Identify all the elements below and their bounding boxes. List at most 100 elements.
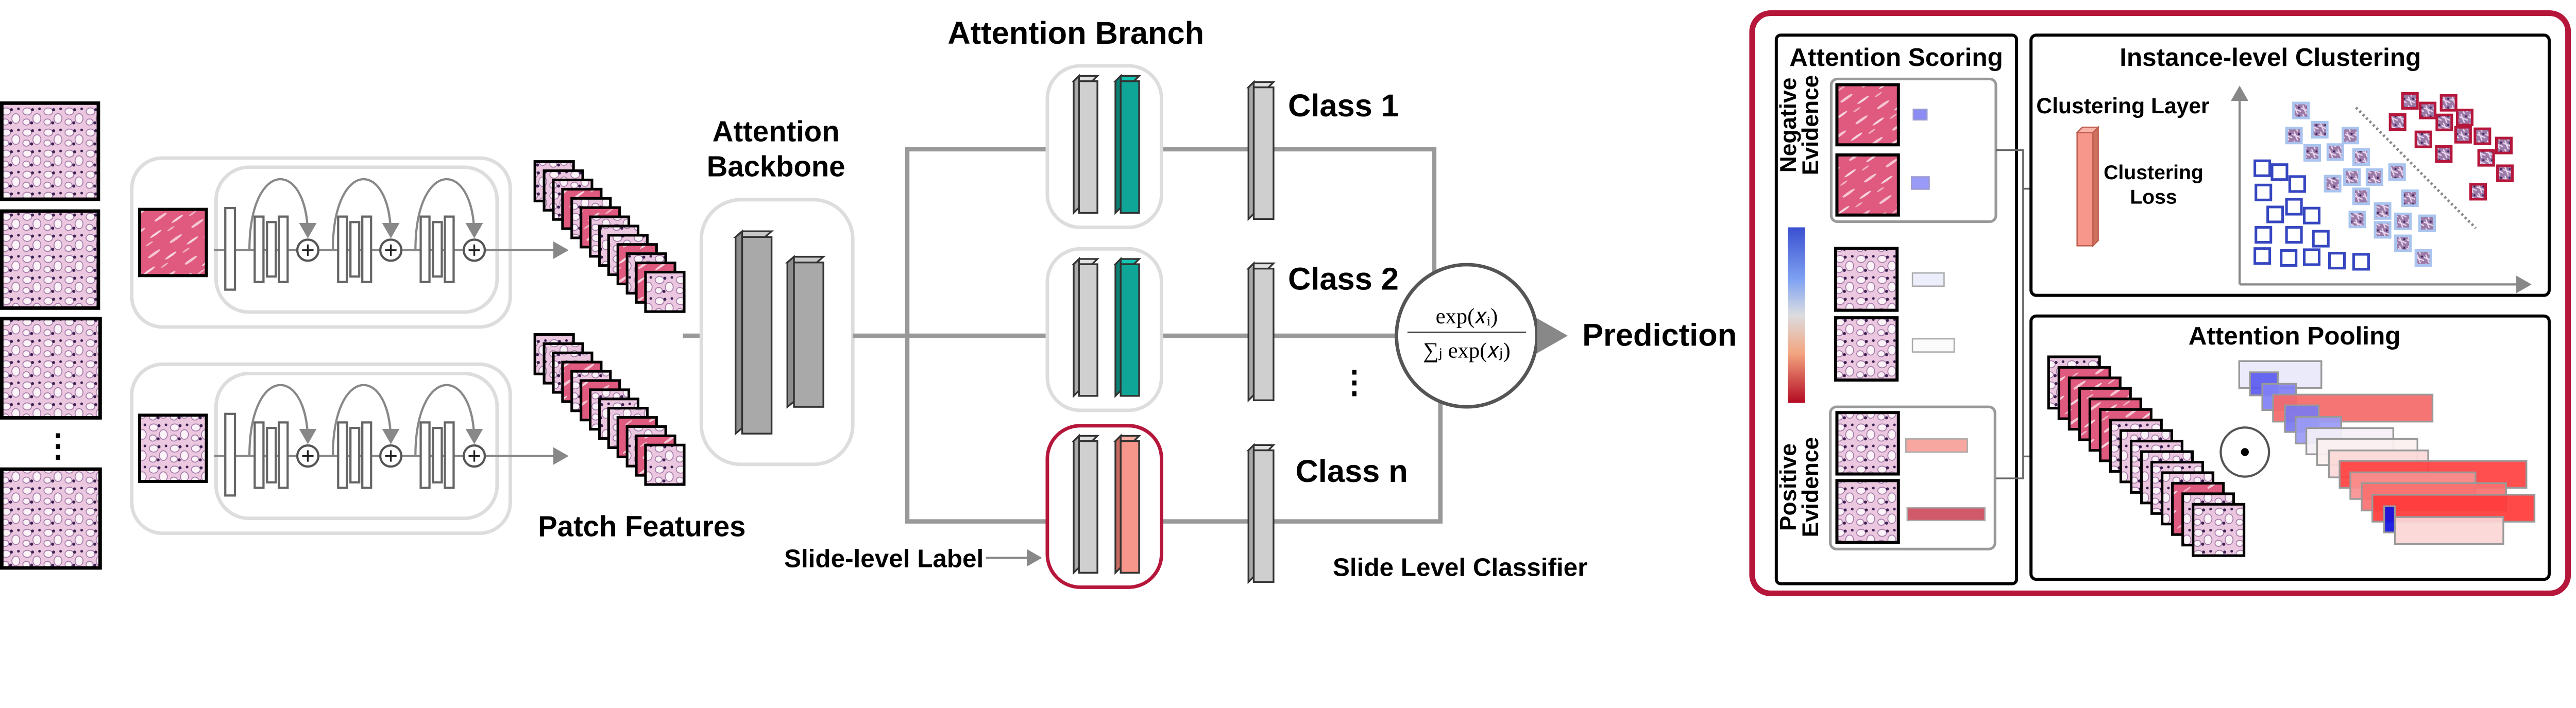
patch-features-label: Patch Features	[538, 510, 745, 543]
positive-instance-point	[2414, 130, 2432, 148]
residual-layer	[266, 426, 277, 483]
plus-icon	[302, 244, 314, 256]
attention-layer-a	[1071, 74, 1100, 215]
bar-face	[1252, 267, 1275, 402]
negative-instance-point	[2302, 248, 2321, 266]
uncertain-instance-point	[2348, 211, 2366, 229]
feature-encoders	[130, 156, 569, 536]
plus-icon	[385, 244, 397, 256]
branch-box	[1045, 247, 1163, 412]
attention-layer-a	[1071, 256, 1100, 398]
branch-box	[1045, 64, 1163, 229]
instance-clustering-panel: Instance-level Clustering Clustering Lay…	[2029, 33, 2551, 297]
patch	[1834, 247, 1899, 312]
residual-layer	[419, 421, 431, 489]
encoder-input-patch	[138, 413, 208, 483]
patches-ellipsis: ⋮	[42, 428, 74, 463]
uncertain-instance-point	[2394, 234, 2412, 252]
attention-score-bar	[1911, 272, 1945, 287]
residual-layer	[432, 426, 443, 483]
bar-face	[1078, 80, 1098, 214]
attention-layer-b	[1113, 434, 1142, 575]
attention-branch-2: Class 2	[1045, 247, 1399, 412]
backbone-layer-1	[733, 229, 774, 436]
uncertain-instance-point	[2324, 175, 2342, 193]
bar-face	[1120, 263, 1140, 397]
residual-layer	[278, 421, 289, 489]
patch-feature-stack	[533, 333, 686, 486]
residual-layer	[444, 421, 455, 489]
class-label: Class n	[1295, 454, 1408, 489]
residual-layer	[361, 215, 372, 283]
attention-scoring-panel: Attention Scoring NegativeEvidence Posit…	[1774, 33, 2019, 585]
plus-icon	[468, 450, 480, 462]
class-label: Class 1	[1288, 88, 1399, 124]
weighted-features	[2238, 360, 2536, 545]
attention-colorbar	[1787, 227, 1805, 403]
negative-instance-point	[2352, 253, 2370, 271]
skip-connection-arrow	[414, 178, 483, 250]
input-patch	[0, 317, 102, 420]
negative-instance-point	[2312, 230, 2330, 248]
residual-layer	[361, 421, 372, 489]
attention-branch-3: Class n	[1045, 424, 1408, 589]
class-label: Class 2	[1288, 262, 1399, 297]
positive-instance-point	[2388, 113, 2406, 131]
residual-layer	[419, 215, 431, 283]
uncertain-instance-point	[2352, 148, 2370, 166]
uncertain-instance-point	[2394, 212, 2412, 230]
attention-layer-a	[1071, 434, 1100, 575]
bar-face	[1078, 440, 1098, 574]
residual-layer	[266, 221, 277, 278]
pooling-patch-stack	[2047, 355, 2246, 557]
uncertain-instance-point	[2352, 187, 2370, 205]
uncertain-instance-point	[2374, 202, 2392, 220]
positive-instance-point	[2435, 145, 2453, 163]
uncertain-instance-point	[2343, 168, 2361, 186]
negative-instance-point	[2266, 205, 2284, 223]
conv-layer	[224, 412, 236, 497]
slide-level-label: Slide-level Label	[784, 544, 984, 573]
attention-branch-1: Class 1	[1045, 64, 1399, 229]
attention-score-bar	[1911, 176, 1930, 190]
weighted-feature-bar	[2394, 516, 2504, 545]
bar-face	[1120, 80, 1140, 214]
bar-face	[1252, 449, 1275, 583]
softmax-numerator: exp(𝑥ᵢ)	[1436, 304, 1498, 329]
negative-evidence-label: NegativeEvidence	[1776, 75, 1823, 176]
branch-ellipsis: ⋮	[1338, 365, 1370, 400]
conv-layer	[224, 206, 236, 291]
negative-patch	[1835, 83, 1900, 147]
negative-instance-point	[2285, 198, 2303, 216]
classifier-layer	[1246, 261, 1276, 403]
negative-instance-point	[2253, 159, 2272, 177]
encoder-inner-box	[214, 165, 499, 314]
uncertain-instance-point	[2418, 214, 2436, 232]
negative-instance-point	[2270, 163, 2289, 181]
plus-icon	[468, 244, 480, 256]
residual-layer	[253, 215, 265, 283]
negative-instance-point	[2288, 175, 2306, 193]
input-patch	[0, 101, 100, 201]
softmax-denominator: ∑ⱼ exp(𝑥ⱼ)	[1423, 339, 1511, 363]
residual-layer	[349, 426, 361, 483]
negative-instance-point	[2285, 226, 2303, 244]
uncertain-instance-point	[2326, 143, 2344, 161]
positive-instance-point	[2496, 164, 2514, 182]
input-patch	[0, 209, 100, 310]
residual-layer	[444, 215, 455, 283]
skip-connection-arrow	[248, 178, 317, 250]
patch-feature-stacks	[533, 160, 686, 486]
backbone-box	[699, 198, 855, 467]
uncertain-instance-point	[2388, 163, 2406, 181]
attention-scoring-title: Attention Scoring	[1789, 43, 2003, 72]
slide-level-classifier-label: Slide Level Classifier	[1333, 553, 1587, 581]
positive-instance-point	[2455, 108, 2474, 127]
skip-connection-arrow	[414, 384, 483, 456]
input-patches: ⋮	[0, 101, 102, 570]
uncertain-instance-point	[2311, 120, 2329, 139]
decision-boundary	[2355, 107, 2477, 230]
plus-icon	[302, 450, 314, 462]
